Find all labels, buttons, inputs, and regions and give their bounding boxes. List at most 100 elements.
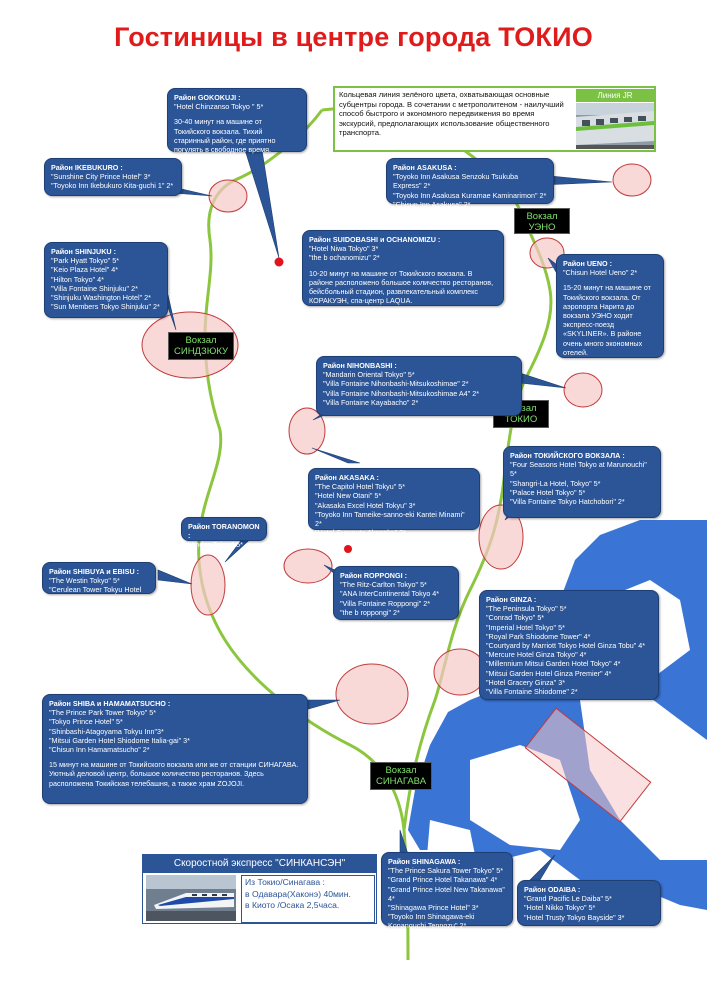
district-gokokuji[interactable]: Район GOKOKUJI : "Hotel Chinzanso Tokyo … — [167, 88, 307, 154]
district-odaiba[interactable]: Район ODAIBA : "Grand Pacific Le Daiba" … — [517, 880, 661, 926]
district-title: Район AKASAKA : — [315, 473, 379, 482]
district-shibuya[interactable]: Район SHIBUYA и EBISU : "The Westin Toky… — [42, 562, 156, 604]
district-akasaka[interactable]: Район AKASAKA : "The Capitol Hotel Tokyu… — [308, 468, 480, 537]
station-shinagawa[interactable]: Вокзал СИНАГАВА — [370, 762, 432, 790]
hotel-item: "Toyoko Inn Asakusa Senzoku Tsukuba Expr… — [393, 172, 519, 191]
hotel-item: "Chisun Inn Asakusa" 2* — [393, 199, 471, 209]
hotel-item: "Shinagawa Prince Hotel" 3* — [388, 903, 479, 913]
bay-island — [580, 690, 707, 860]
station-shinjuku[interactable]: Вокзал СИНДЗЮКУ — [168, 332, 234, 360]
hotel-item: "Hotel Sunroute Akasaka" 2* — [315, 528, 407, 538]
station-label: Вокзал — [385, 765, 417, 776]
shibuya-highlight — [190, 554, 226, 616]
hotel-item: "Villa Fontaine Roppongi" 2* — [340, 598, 431, 608]
station-ueno[interactable]: Вокзал УЭНО — [514, 208, 570, 234]
district-title: Район SHIBUYA и EBISU : — [49, 567, 140, 576]
hotel-item: "the b ochanomizu" 2* — [309, 253, 380, 263]
district-ginza[interactable]: Район GINZA : "The Peninsula Tokyo" 5* "… — [479, 590, 659, 700]
hotel-item: "Toyoko Inn Asakusa Kuramae Kaminarimon"… — [393, 190, 547, 200]
hotel-item: "Villa Fontaine Nihonbashi-Mitsukoshimae… — [323, 388, 479, 398]
district-shiba[interactable]: Район SHIBA и HAMAMATSUCHO : "The Prince… — [42, 694, 308, 804]
akasaka-highlight — [288, 407, 326, 455]
district-nihonbashi[interactable]: Район NIHONBASHI : "Mandarin Oriental To… — [316, 356, 522, 416]
district-note: 15 минут на машине от Токийского вокзала… — [49, 760, 299, 788]
hotel-item: "Toyoko Inn Ikebukuro Kita-guchi 1" 2* — [51, 181, 174, 191]
hotel-item: "Hotel New Otani" 5* — [315, 491, 382, 501]
district-title: Район SHINAGAWA : — [388, 857, 461, 866]
station-name: СИНАГАВА — [375, 776, 427, 787]
shinkansen-title: Скоростной экспресс "СИНКАНСЭН" — [143, 855, 376, 873]
hotel-item: "Sun Members Tokyo Shinjuku" 2* — [51, 302, 160, 312]
district-shinagawa[interactable]: Район SHINAGAWA : "The Prince Sakura Tow… — [381, 852, 513, 930]
hotel-item: "Shinbashi-Atagoyama Tokyu Inn"3* — [49, 726, 164, 736]
hotel-item: "Toyoko Inn Tameike-sanno-eki Kantei Min… — [315, 509, 465, 529]
district-title: Район NIHONBASHI : — [323, 361, 397, 370]
shinkansen-info: Из Токио/Синагава : в Одавара(Хаконэ) 40… — [241, 875, 375, 923]
hotel-item: "Hotel Gracery Ginza" 3* — [486, 677, 566, 687]
district-note: 10-20 минут на машине от Токийского вокз… — [309, 268, 494, 306]
hotel-item: "Shangri-La Hotel, Tokyo" 5* — [510, 478, 601, 488]
hotel-item: "Keio Plaza Hotel" 4* — [51, 265, 119, 275]
hotel-item: "Shinjuku Washington Hotel" 2* — [51, 293, 151, 303]
district-title: Район ODAIBA : — [524, 885, 581, 894]
gokokuji-pin — [274, 257, 284, 267]
hotel-item: "The Ritz-Carlton Tokyo" 5* — [340, 580, 427, 590]
hotel-item: "the b roppongi" 2* — [340, 607, 400, 617]
hotel-item: "Imperial Hotel Tokyo" 5* — [486, 622, 565, 632]
hotel-item: "Andaz Tokyo" 5* — [188, 540, 243, 550]
odaiba-area-highlight — [524, 707, 652, 823]
hotel-item: "Hotel Chinzanso Tokyo " 5* — [174, 102, 264, 112]
hotel-item: "Villa Fontaine Shiodome" 2* — [486, 687, 578, 697]
district-ikebukuro[interactable]: Район IKEBUKURO : "Sunshine City Prince … — [44, 158, 182, 196]
district-title: Район GOKOKUJI : — [174, 93, 241, 102]
page-title: Гостиницы в центре города ТОКИО — [114, 22, 593, 52]
yamanote-label: Линия JR YAMANOTE — [576, 89, 654, 113]
district-title: Район ASAKUSA : — [393, 163, 457, 172]
hotel-item: "Courtyard by Marriott Tokyo Hotel Ginza… — [486, 641, 646, 651]
district-title: Район SHIBA и HAMAMATSUCHO : — [49, 699, 171, 708]
shinkansen-line: в Одавара(Хаконэ) 40мин. — [245, 888, 351, 899]
hotel-item: "Tokyo Prince Hotel" 5* — [49, 717, 123, 727]
district-ueno[interactable]: Район UENO : "Chisun Hotel Ueno" 2* 15-2… — [556, 254, 664, 358]
hotel-item: "Hilton Tokyo" 4* — [51, 274, 104, 284]
shinkansen-panel: Скоростной экспресс "СИНКАНСЭН" Из Токио… — [142, 854, 377, 924]
district-suidobashi[interactable]: Район SUIDOBASHI и OCHANOMIZU : "Hotel N… — [302, 230, 504, 306]
district-toranomon[interactable]: Район TORANOMON : "Andaz Tokyo" 5* — [181, 517, 267, 549]
district-roppongi[interactable]: Район ROPPONGI : "The Ritz-Carlton Tokyo… — [333, 566, 459, 620]
hotel-item: "The Prince Sakura Tower Tokyo" 5* — [388, 866, 504, 876]
hotel-item: "Hotel Niwa Tokyo" 3* — [309, 244, 379, 254]
ikebukuro-highlight — [208, 179, 248, 213]
hotel-item: "Mercure Hotel Ginza Tokyo" 4* — [486, 650, 587, 660]
roppongi-highlight — [283, 548, 333, 584]
district-asakusa[interactable]: Район ASAKUSA : "Toyoko Inn Asakusa Senz… — [386, 158, 554, 209]
hotel-item: "Conrad Tokyo" 5* — [486, 613, 545, 623]
district-shinjuku[interactable]: Район SHINJUKU : "Park Hyatt Tokyo" 5* "… — [44, 242, 168, 318]
hotel-item: "Grand Prince Hotel New Takanawa" 4* — [388, 884, 505, 903]
hotel-item: "Toyoko Inn Shinagawa-eki Konanguchi Ten… — [388, 912, 475, 931]
hotel-item: "Millennium Mitsui Garden Hotel Tokyo" 4… — [486, 659, 621, 669]
shiba-highlight — [335, 663, 409, 725]
hotel-item: "Hotel Trusty Tokyo Bayside" 3* — [524, 912, 625, 922]
hotel-item: "Villa Fontaine Kayabacho" 2* — [323, 397, 419, 407]
asakusa-highlight — [612, 163, 652, 197]
nihonbashi-highlight — [563, 372, 603, 408]
tokyo-station-highlight — [478, 504, 524, 570]
hotel-item: "Mitsui Garden Hotel Shiodome Italia-gai… — [49, 735, 190, 745]
district-title: Район IKEBUKURO : — [51, 163, 123, 172]
district-tokyo-station[interactable]: Район ТОКИЙСКОГО ВОКЗАЛА : "Four Seasons… — [503, 446, 661, 518]
bay-island — [470, 745, 580, 850]
hotel-item: "Villa Fontaine Tokyo Hatchobori" 2* — [510, 497, 625, 507]
shinkansen-train-photo — [146, 875, 236, 921]
district-title: Район GINZA : — [486, 595, 537, 604]
hotel-item: "Mandarin Oriental Tokyo" 5* — [323, 370, 415, 380]
station-name: СИНДЗЮКУ — [174, 346, 228, 357]
hotel-item: "Villa Fontaine Shinjuku" 2* — [51, 283, 138, 293]
district-title: Район TORANOMON : — [188, 522, 260, 541]
hotel-item: "Cerulean Tower Tokyu Hotel "5* — [49, 585, 142, 604]
hotel-item: "Palace Hotel Tokyo" 5* — [510, 487, 586, 497]
hotel-item: "Four Seasons Hotel Tokyo at Marunouchi"… — [510, 460, 647, 479]
district-title: Район ТОКИЙСКОГО ВОКЗАЛА : — [510, 451, 625, 460]
shinkansen-line: Из Токио/Синагава : — [245, 877, 325, 887]
hotel-item: "Grand Prince Hotel Takanawa" 4* — [388, 875, 498, 885]
district-note: 15-20 минут на машине от Токийского вокз… — [563, 283, 651, 357]
